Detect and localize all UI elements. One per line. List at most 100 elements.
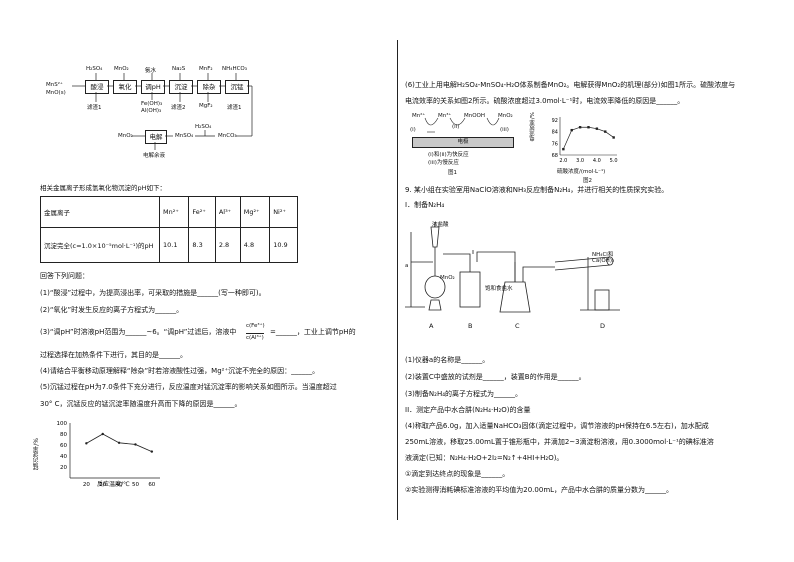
fig1-mno2: MnO₂ bbox=[498, 113, 513, 119]
table-header-cell: Al³⁺ bbox=[214, 196, 241, 228]
column-divider bbox=[397, 40, 398, 520]
flow-residue-1: 滤渣1 bbox=[87, 105, 102, 111]
flow-waste: 电解余液 bbox=[143, 153, 166, 159]
table-header-cell: Fe²⁺ bbox=[188, 196, 216, 228]
chart-data-point bbox=[101, 432, 104, 436]
question-4: (4)请结合平衡移动原理解释“除杂”时若溶液酸性过强，Mg²⁺沉淀不完全的原因：… bbox=[40, 367, 320, 375]
apparatus-label-brine: 饱和食盐水 bbox=[485, 286, 513, 292]
fig2-data-point bbox=[604, 130, 607, 133]
fig1-mn2: Mn²⁺ bbox=[412, 113, 426, 119]
fig2-data-point bbox=[570, 128, 573, 132]
question-6b: 电流效率的关系如图2所示。硫酸浓度超过3.0mol·L⁻¹时，电流效率降低的原因… bbox=[405, 97, 685, 105]
hydroxide-ph-table: 金属离子 Mn²⁺ Fe²⁺ Al³⁺ Mg²⁺ Ni²⁺ 沉淀完全(c=1.0… bbox=[40, 196, 298, 263]
fig2-data-point bbox=[578, 126, 582, 129]
table-row-label: 沉淀完全(c=1.0×10⁻⁵mol·L⁻¹)的pH bbox=[40, 227, 160, 263]
flow-residue-3b: Al(OH)₃ bbox=[141, 108, 162, 114]
table-header-cell: Mn²⁺ bbox=[158, 196, 190, 228]
table-header-cell: 金属离子 bbox=[40, 196, 160, 228]
chart-x-tick-label: 60 bbox=[148, 482, 155, 488]
fig2-x-tick-label: 2.0 bbox=[559, 158, 567, 164]
chart-y-tick-label: 60 bbox=[60, 443, 67, 449]
chart-y-tick-label: 20 bbox=[60, 465, 67, 471]
apparatus-label-hcl: 浓盐酸 bbox=[432, 222, 449, 228]
flow-step-6: 沉锰 bbox=[225, 80, 249, 94]
question-3-frac-den: c(Al³⁺) bbox=[246, 333, 264, 341]
question-1: (1)“酸浸”过程中，为提高浸出率，可采取的措施是______(写一种即可)。 bbox=[40, 289, 266, 297]
chart-data-point bbox=[85, 442, 88, 445]
question-9-1: (1)仪器a的名称是______。 bbox=[405, 356, 490, 364]
question-3-frac-num: c(Fe³⁺) bbox=[246, 323, 265, 329]
apparatus-drawing bbox=[405, 222, 620, 313]
table-cell: 10.9 bbox=[269, 227, 298, 263]
fig2-y-label: 电流效率/% bbox=[530, 112, 536, 142]
chart-x-tick-label: 50 bbox=[132, 482, 139, 488]
question-3b: =______，工业上调节pH的 bbox=[270, 328, 356, 336]
flow-reagent-5: MnF₂ bbox=[199, 66, 213, 72]
chart-data-point bbox=[134, 443, 137, 446]
question-9-3: (3)制备N₂H₄的离子方程式为______。 bbox=[405, 390, 523, 398]
flow-residue-6: 滤渣1 bbox=[227, 105, 242, 111]
questions-intro: 回答下列问题： bbox=[40, 272, 89, 280]
table-cell: 10.1 bbox=[158, 227, 190, 263]
flow-reagent-1: H₂SO₄ bbox=[86, 66, 103, 72]
fig1-arrows bbox=[424, 117, 500, 133]
question-3c: 过程选择在加热条件下进行，其目的是______。 bbox=[40, 351, 187, 359]
fig1-mn3: Mn³⁺ bbox=[438, 113, 452, 119]
chart-data-point bbox=[117, 441, 121, 444]
fig1-step-i: (i) bbox=[410, 127, 416, 133]
fig2-data-point bbox=[612, 136, 615, 139]
fig1-caption: 图1 bbox=[448, 170, 457, 176]
fig2-x-tick-label: 4.0 bbox=[593, 158, 601, 164]
apparatus-label-mno2: MnO₂ bbox=[440, 275, 455, 281]
fig1-step-ii: (ii) bbox=[452, 124, 460, 130]
flow-h2so4: H₂SO₄ bbox=[195, 124, 212, 130]
fig1-mnooh: MnOOH bbox=[464, 113, 486, 119]
apparatus-label-nh4cl: NH₄Cl和Ca(OH)₂ bbox=[592, 252, 615, 264]
fig2-y-tick-label: 92 bbox=[552, 118, 558, 124]
chart-x-label: 反应温度/℃ bbox=[97, 481, 130, 488]
fig2-x-label: 硫酸浓度/(mol·L⁻¹) bbox=[557, 169, 606, 175]
part-1-title: I．制备N₂H₄ bbox=[405, 201, 445, 209]
question-9-2: (2)装置C中盛放的试剂是______，装置B的作用是______。 bbox=[405, 373, 586, 381]
question-9-4e: ②实验测得消耗碘标准溶液的平均值为20.00mL，产品中水合肼的质量分数为___… bbox=[405, 486, 674, 494]
flow-reagent-3: 氨水 bbox=[145, 68, 157, 74]
chart-x-tick-label: 40 bbox=[116, 482, 123, 488]
fig2-x-tick-label: 5.0 bbox=[610, 158, 618, 164]
table-header-row: 金属离子 Mn²⁺ Fe²⁺ Al³⁺ Mg²⁺ Ni²⁺ bbox=[40, 196, 298, 228]
flow-input-1: MnS²⁺ bbox=[46, 82, 63, 88]
table-row: 沉淀完全(c=1.0×10⁻⁵mol·L⁻¹)的pH 10.1 8.3 2.8 … bbox=[40, 227, 298, 263]
flow-residue-3: Fe(OH)₃ bbox=[141, 101, 163, 107]
chart-x-tick-label: 30 bbox=[99, 482, 106, 488]
fig1-electrode: 电极 bbox=[412, 137, 514, 148]
apparatus-label-B: B bbox=[468, 322, 473, 330]
table-cell: 4.8 bbox=[239, 227, 271, 263]
fig2-y-tick-label: 76 bbox=[552, 141, 558, 147]
chart-data-point bbox=[150, 450, 154, 453]
chart-y-label: 锰沉淀率/% bbox=[33, 438, 40, 470]
table-cell: 8.3 bbox=[188, 227, 216, 263]
question-9-4b: 250mL溶液，移取25.00mL置于锥形瓶中，并滴加2~3滴淀粉溶液，用0.3… bbox=[405, 438, 714, 446]
fig1-note-1: (i)和(ii)为快反应 bbox=[428, 152, 469, 158]
chart-y-tick-label: 40 bbox=[60, 454, 67, 460]
flow-residue-4: 滤渣2 bbox=[171, 105, 186, 111]
flow-reagent-6: NH₄HCO₃ bbox=[222, 66, 247, 72]
fig2-data-point bbox=[562, 147, 565, 151]
question-9-4a: (4)称取产品6.0g，加入适量NaHCO₃固体(滴定过程中，调节溶液的pH保持… bbox=[405, 422, 709, 430]
fig2-y-tick-label: 84 bbox=[552, 130, 558, 136]
table-header-cell: Ni²⁺ bbox=[269, 196, 298, 228]
question-5a: (5)沉锰过程在pH为7.0条件下充分进行，反应温度对锰沉淀率的影响关系如图所示… bbox=[40, 383, 337, 391]
flow-step-2: 氧化 bbox=[113, 80, 137, 94]
table-cell: 2.8 bbox=[214, 227, 241, 263]
question-2: (2)“氧化”时发生反应的离子方程式为______。 bbox=[40, 306, 184, 314]
flow-residue-5: MgF₂ bbox=[199, 103, 213, 109]
question-9: 9. 某小组在实验室用NaClO溶液和NH₃反应制备N₂H₄，并进行相关的性质探… bbox=[405, 186, 669, 194]
flow-reagent-4: Na₂S bbox=[172, 66, 186, 72]
flow-step-4: 沉淀 bbox=[169, 80, 193, 94]
flow-input-2: MnO(s) bbox=[46, 90, 66, 96]
chart-y-tick-label: 80 bbox=[60, 432, 67, 438]
question-9-4d: ①滴定到达终点的现象是______。 bbox=[405, 470, 510, 478]
apparatus-label-A: A bbox=[429, 322, 434, 330]
